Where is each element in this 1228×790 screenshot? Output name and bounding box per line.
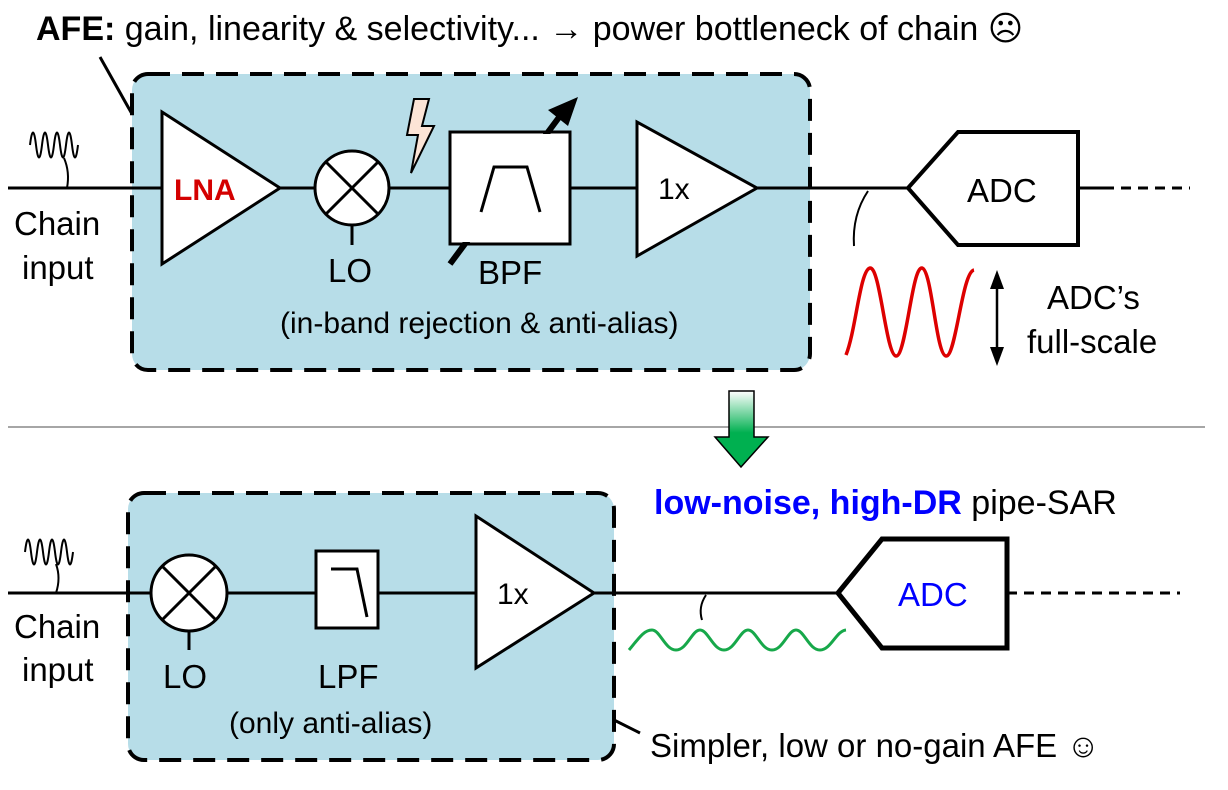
bpf-box-mask <box>452 134 568 242</box>
input-signal-wave-icon <box>29 131 79 159</box>
bottom-output-signal-pointer <box>699 594 707 621</box>
bottom-input-label-2: input <box>22 651 94 688</box>
top-buffer-label: 1x <box>658 173 690 206</box>
bpf-label: BPF <box>478 254 542 291</box>
low-amplitude-signal-wave-icon <box>627 628 847 652</box>
bottom-mixer-icon <box>149 553 229 650</box>
bottom-adc-note-rest: pipe-SAR <box>962 484 1117 522</box>
bottom-adc-note-highlight: low-noise, high-DR <box>654 484 962 522</box>
top-input-signal-pointer <box>63 157 69 189</box>
bottom-adc-label: ADC <box>898 576 968 613</box>
bottom-input-signal-wave-icon <box>24 538 74 566</box>
interference-lightning-icon <box>405 98 436 174</box>
bottom-input-label-1: Chain <box>14 608 100 645</box>
lowpass-response-icon <box>331 567 369 618</box>
top-header: AFE: gain, linearity & selectivity... → … <box>36 10 1023 48</box>
lna-amplifier-icon <box>160 109 283 267</box>
top-afe-callout-line <box>98 56 134 115</box>
bpf-note: (in-band rejection & anti-alias) <box>280 307 679 340</box>
top-header-bold: AFE: <box>36 10 115 48</box>
bottom-adc-note: low-noise, high-DR pipe-SAR <box>654 484 1117 522</box>
lpf-label: LPF <box>318 658 379 695</box>
bottom-buffer-label: 1x <box>497 578 529 611</box>
lna-label: LNA <box>174 174 236 207</box>
top-input-label-1: Chain <box>14 205 100 242</box>
top-adc-label: ADC <box>967 172 1037 209</box>
lpf-note: (only anti-alias) <box>229 707 432 740</box>
top-input-label-2: input <box>22 249 94 286</box>
bottom-buffer-amplifier-icon <box>474 513 597 671</box>
bottom-afe-callout-line <box>613 718 641 735</box>
top-output-signal-pointer <box>852 190 869 247</box>
top-lo-label: LO <box>328 252 372 289</box>
full-scale-signal-wave-icon <box>844 266 976 358</box>
top-buffer-amplifier-icon <box>635 119 761 259</box>
fullscale-label-1: ADC’s <box>1047 279 1140 316</box>
bottom-footer-note: Simpler, low or no-gain AFE ☺ <box>650 727 1100 764</box>
bottom-input-signal-pointer <box>55 563 60 594</box>
top-section: AFE: gain, linearity & selectivity... → … <box>8 10 1190 372</box>
transition-arrow-down-icon <box>713 390 770 469</box>
full-scale-double-arrow-icon <box>990 270 1004 366</box>
fullscale-label-2: full-scale <box>1027 323 1157 360</box>
top-header-rest: gain, linearity & selectivity... → power… <box>115 10 1023 48</box>
bottom-lo-label: LO <box>163 658 207 695</box>
bottom-section: low-noise, high-DR pipe-SAR Chain input … <box>8 484 1180 764</box>
tunable-arrow-head-icon <box>548 97 578 126</box>
lpf-box <box>314 549 380 630</box>
